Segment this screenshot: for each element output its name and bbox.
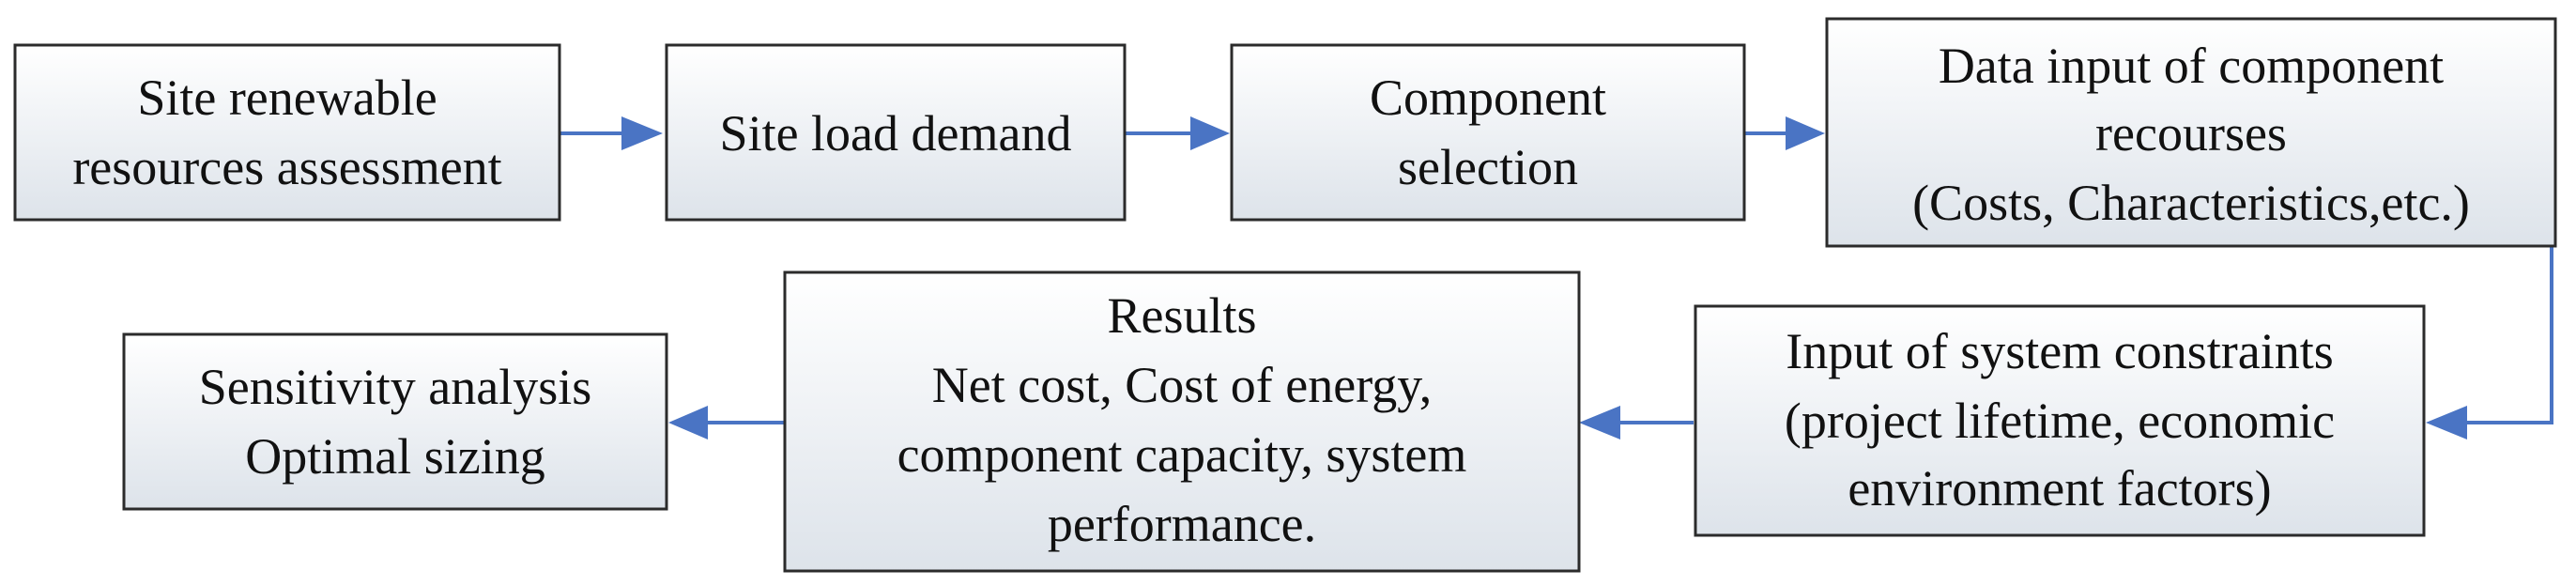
box-label-line: Optimal sizing [245,428,544,485]
box-site-load-demand: Site load demand [665,43,1127,222]
box-label-line: Component [1370,69,1606,126]
box-label-line: Net cost, Cost of energy, [932,357,1432,413]
box-label-line: Results [1107,287,1256,344]
box-label-line: Site load demand [720,105,1072,162]
box-label-line: Input of system constraints [1786,323,2333,379]
arrow-n4-to-n5 [2467,246,2553,424]
box-site-renewable-resources-assessment: Site renewable resources assessment [13,43,561,222]
arrowhead-n1-to-n2 [621,116,663,150]
box-label-line: Sensitivity analysis [199,359,592,415]
box-data-input-of-component-recourses: Data input of component recourses (Costs… [1825,17,2557,248]
box-sensitivity-analysis-optimal-sizing: Sensitivity analysis Optimal sizing [122,332,668,511]
box-label-line: selection [1398,139,1578,195]
arrowhead-n5-to-n6 [1579,406,1620,440]
box-label-line: resources assessment [72,139,501,195]
box-label-line: (project lifetime, economic [1785,393,2335,449]
box-label-line: component capacity, system [897,426,1467,483]
box-label-line: (Costs, Characteristics,etc.) [1912,175,2470,231]
box-input-of-system-constraints: Input of system constraints (project lif… [1694,304,2426,537]
connectors [560,116,2553,440]
box-label-line: recourses [2095,105,2287,162]
box-label-line: Site renewable [137,69,437,126]
arrowhead-n6-to-n7 [668,406,708,440]
box-label-line: Data input of component [1939,38,2444,94]
arrowhead-n3-to-n4 [1786,116,1825,150]
box-label-line: performance. [1048,496,1316,552]
arrowhead-n2-to-n3 [1190,116,1230,150]
box-label-line: environment factors) [1848,460,2271,517]
box-results: Results Net cost, Cost of energy, compon… [783,270,1581,573]
process-boxes: Site renewable resources assessment Site… [13,17,2557,573]
box-component-selection: Component selection [1230,43,1746,222]
arrowhead-n4-to-n5 [2426,406,2467,440]
